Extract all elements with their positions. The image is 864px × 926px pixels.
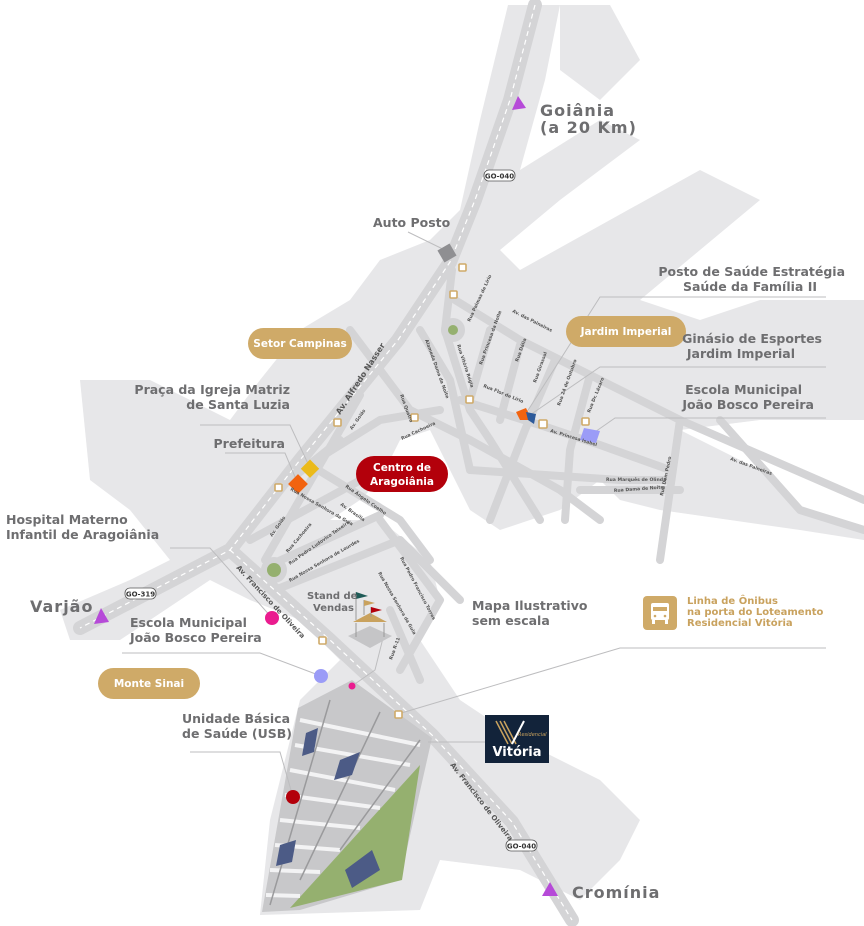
poi-praca-1-label: Praça da Igreja Matriz — [134, 382, 290, 397]
poi-stand-1-label: Stand de — [307, 591, 358, 602]
cromina-pin-icon — [542, 882, 558, 896]
cromina-label: Cromínia — [572, 883, 660, 902]
auto-posto-marker — [437, 243, 457, 263]
ginasio-marker — [526, 412, 536, 424]
bus-info-line2-label: na porta do Loteamento — [687, 607, 823, 618]
logo-brand-label: Vitória — [492, 745, 541, 760]
poi-escola2-2-label: João Bosco Pereira — [129, 630, 262, 645]
streets — [246, 266, 864, 684]
streets-dama-noite-label: Rua Dama de Noite — [614, 485, 664, 494]
poi-ginasio-2-label: Jardim Imperial — [686, 346, 795, 361]
goiania-distance: (a 20 Km) — [540, 118, 637, 137]
poi-ginasio-1-label: Ginásio de Esportes — [682, 331, 822, 346]
leader-lines — [122, 231, 826, 798]
centro-label-1: Centro de — [373, 462, 431, 474]
town-areas — [60, 5, 864, 915]
jardim-imperial-label: Jardim Imperial — [580, 326, 672, 338]
poi-ubs-1-label: Unidade Básica — [182, 711, 290, 726]
green-area — [290, 765, 420, 908]
poi-labels: Auto Posto Posto de Saúde Estratégia Saú… — [6, 215, 845, 741]
logo-script-label: Residencial — [518, 732, 547, 738]
poi-hospital-2-label: Infantil de Aragoiânia — [6, 527, 159, 542]
poi-posto-saude-2-label: Saúde da Família II — [683, 279, 817, 294]
praca-marker — [300, 459, 320, 478]
poi-ubs-2-label: de Saúde (USB) — [182, 726, 292, 741]
highway-shields: GO-040 GO-040 GO-319 — [124, 169, 538, 852]
setor-campinas-label: Setor Campinas — [253, 338, 346, 350]
centro-label-2: Aragoiânia — [370, 476, 434, 488]
bus-info-line1-label: Linha de Ônibus — [687, 594, 778, 607]
ubs-marker — [286, 790, 300, 804]
varjao-pin-icon — [94, 608, 109, 624]
poi-escola2-1-label: Escola Municipal — [130, 615, 247, 630]
goiania-label: Goiânia — [540, 101, 615, 120]
escola2-marker — [314, 669, 328, 683]
markers[interactable] — [94, 96, 600, 896]
note-line-1: Mapa Ilustrativo — [472, 598, 588, 613]
hospital-marker — [265, 611, 279, 625]
go319-label: GO-319 — [126, 591, 155, 599]
residencial-vitoria-lots[interactable] — [262, 680, 432, 912]
prefeitura-marker — [288, 474, 308, 494]
bus-info-line3-label: Residencial Vitória — [687, 617, 793, 629]
highways — [73, 0, 579, 926]
goiania-pin-icon — [512, 96, 526, 110]
varjao-label: Varjão — [30, 597, 93, 616]
go040-top-label: GO-040 — [485, 173, 514, 181]
poi-prefeitura-label: Prefeitura — [214, 436, 285, 451]
poi-praca-2-label: de Santa Luzia — [186, 397, 290, 412]
poi-auto-posto-label: Auto Posto — [373, 215, 451, 230]
city-labels: Goiânia (a 20 Km) Varjão Cromínia — [30, 101, 660, 902]
neighborhood-pills: Setor Campinas Jardim Imperial Monte Sin… — [98, 316, 686, 699]
poi-escola-jbp-1-label: Escola Municipal — [685, 382, 802, 397]
poi-hospital-1-label: Hospital Materno — [6, 512, 128, 527]
poi-escola-jbp-2-label: João Bosco Pereira — [681, 397, 814, 412]
go040-bottom-label: GO-040 — [507, 843, 536, 851]
streets-marques-olinda-label: Rua Marquês de Olinda — [606, 476, 666, 483]
monte-sinai-label: Monte Sinai — [114, 678, 184, 690]
bus-info: Linha de Ônibus na porta do Loteamento R… — [643, 594, 823, 630]
escola-marker — [580, 428, 600, 443]
poi-posto-saude-1-label: Posto de Saúde Estratégia — [658, 264, 845, 279]
poi-stand-2-label: Vendas — [313, 603, 354, 614]
residencial-vitoria-logo: Residencial Vitória — [485, 715, 549, 763]
stand-de-vendas-icon — [348, 592, 392, 648]
note-line-2: sem escala — [472, 613, 550, 628]
bus-stop-icons — [274, 263, 590, 719]
